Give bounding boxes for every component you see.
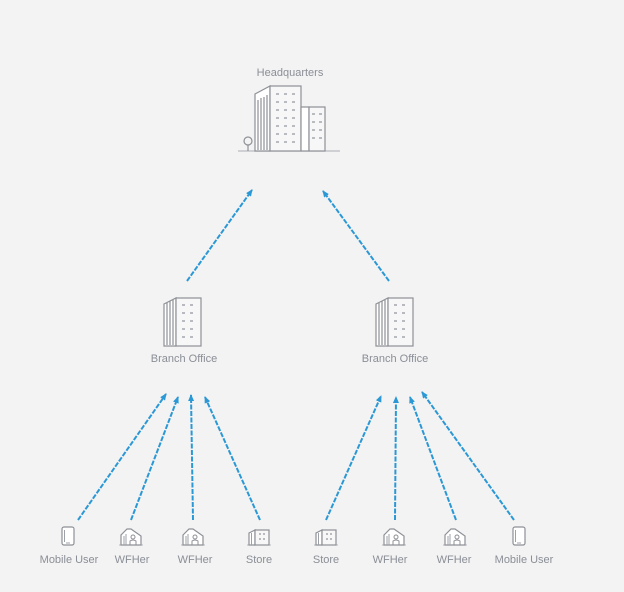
home-worker-icon — [442, 528, 468, 546]
arrow-branch-left-to-hq — [186, 189, 253, 282]
home-worker-icon — [180, 528, 206, 546]
home-worker-icon — [118, 528, 144, 546]
branch-office-label-right: Branch Office — [361, 353, 429, 365]
endpoint-label-store-2: Store — [312, 554, 340, 566]
office-buildings-icon — [238, 85, 340, 152]
mobile-phone-icon — [61, 526, 75, 546]
arrow-branch-right-to-hq — [322, 190, 390, 282]
headquarters-label: Headquarters — [256, 67, 324, 79]
arrow-store-2 — [325, 395, 382, 521]
arrows-to-branches — [77, 391, 515, 521]
endpoint-label-mobile-user-2: Mobile User — [494, 554, 554, 566]
arrows-to-headquarters — [186, 189, 390, 282]
store-building-icon — [246, 529, 272, 546]
arrow-wfher-4 — [409, 396, 457, 521]
endpoint-label-wfher-3: WFHer — [372, 554, 408, 566]
office-tower-icon-left — [163, 297, 202, 347]
endpoint-label-wfher-2: WFHer — [177, 554, 213, 566]
arrow-mobile-user-1 — [77, 393, 167, 521]
endpoint-label-mobile-user-1: Mobile User — [39, 554, 99, 566]
arrow-wfher-1 — [130, 396, 179, 521]
branch-office-label-left: Branch Office — [150, 353, 218, 365]
office-tower-icon-right — [375, 297, 414, 347]
endpoint-label-store-1: Store — [245, 554, 273, 566]
store-building-icon — [313, 529, 339, 546]
mobile-phone-icon — [512, 526, 526, 546]
arrow-mobile-user-2 — [421, 391, 515, 521]
arrow-store-1 — [204, 396, 261, 521]
arrow-wfher-3 — [392, 396, 399, 521]
endpoint-label-wfher-1: WFHer — [114, 554, 150, 566]
endpoint-label-wfher-4: WFHer — [436, 554, 472, 566]
arrow-wfher-2 — [188, 394, 195, 521]
home-worker-icon — [381, 528, 407, 546]
